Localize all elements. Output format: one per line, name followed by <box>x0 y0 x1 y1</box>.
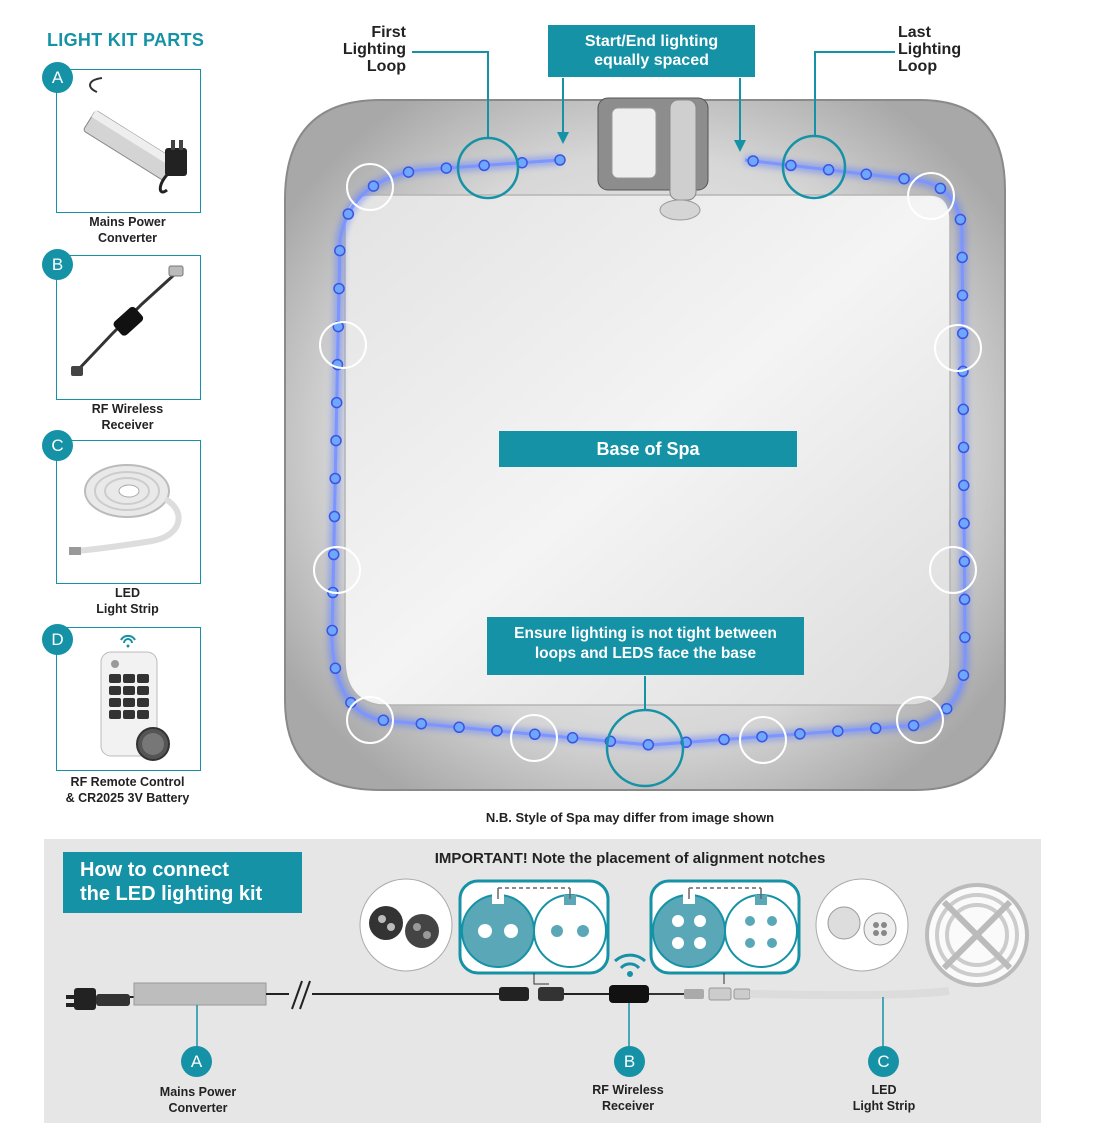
led-dot <box>333 282 345 295</box>
loop-markers <box>313 163 982 764</box>
led-dot <box>342 208 355 220</box>
led-reel-icon <box>925 883 1029 987</box>
led-dot <box>958 517 970 530</box>
led-dot <box>907 719 920 732</box>
led-dot <box>330 434 342 447</box>
led-dot <box>959 631 971 644</box>
remote-control-image <box>100 634 170 761</box>
connection-diagram <box>66 878 1029 1049</box>
part-a-badge: A <box>42 62 73 93</box>
led-dot <box>958 479 970 492</box>
led-dot <box>328 510 341 523</box>
uk-plug <box>66 988 130 1010</box>
part-d-box <box>56 627 201 771</box>
connect-badge-b: B <box>614 1046 645 1077</box>
led-dot <box>718 733 730 746</box>
led-dot <box>958 555 971 568</box>
led-dot <box>898 172 910 185</box>
part-c-badge: C <box>42 430 73 461</box>
led-dot <box>566 732 579 744</box>
led-dot <box>747 155 759 167</box>
led-strip-image <box>69 464 182 555</box>
kit-title: LIGHT KIT PARTS <box>47 30 205 50</box>
led-dot <box>860 168 873 181</box>
led-dot <box>327 548 340 561</box>
led-dot <box>954 213 967 226</box>
led-dot <box>529 728 541 741</box>
led-dot <box>453 721 465 734</box>
part-b-badge: B <box>42 249 73 280</box>
part-d-badge: D <box>42 624 73 655</box>
led-dot <box>491 725 503 737</box>
rf-receiver-image <box>71 265 184 376</box>
part-d-caption: RF Remote Control& CR2025 3V Battery <box>65 775 190 805</box>
led-strip-cable <box>749 987 950 1000</box>
mains-converter-block <box>133 982 267 1006</box>
spa-illustration <box>284 51 1006 791</box>
part-c-box <box>56 440 201 584</box>
led-dots <box>326 154 971 751</box>
rf-receiver-block <box>609 985 649 1003</box>
led-dot <box>478 159 490 172</box>
led-dot <box>330 396 343 409</box>
led-dot <box>334 244 346 257</box>
led-dot <box>957 403 970 416</box>
wifi-icon <box>613 953 647 970</box>
important-note: IMPORTANT! Note the placement of alignme… <box>434 850 826 867</box>
led-dot <box>402 166 415 178</box>
led-dot <box>934 182 947 195</box>
led-dot <box>415 718 428 730</box>
led-dot <box>326 624 338 637</box>
spa-style-note: N.B. Style of Spa may differ from image … <box>485 810 775 825</box>
led-dot <box>940 702 953 715</box>
led-dot <box>958 593 971 606</box>
led-dot <box>956 289 969 302</box>
led-dot <box>869 722 882 735</box>
part-a-box <box>56 69 201 213</box>
led-dot <box>957 669 970 682</box>
connect-badge-c: C <box>868 1046 899 1077</box>
led-dot <box>642 739 655 751</box>
led-dot <box>832 725 844 737</box>
led-dot <box>957 441 970 454</box>
part-b-box <box>56 255 201 400</box>
led-dot <box>956 251 968 264</box>
led-dot <box>329 472 341 485</box>
led-dot <box>329 662 342 675</box>
led-dot <box>794 728 806 740</box>
mains-converter-image <box>83 77 187 194</box>
four-pin-connector-photo <box>827 906 897 946</box>
two-pin-connector-photo <box>369 906 439 948</box>
led-dot <box>756 730 768 743</box>
led-dot <box>822 164 835 176</box>
base-of-spa-label: Base of Spa <box>499 431 797 467</box>
led-dot <box>785 159 797 172</box>
led-dot <box>956 327 969 340</box>
led-dot <box>554 154 566 166</box>
led-dot <box>367 180 380 192</box>
connect-badge-a: A <box>181 1046 212 1077</box>
led-dot <box>440 162 453 174</box>
led-dot <box>377 714 390 727</box>
